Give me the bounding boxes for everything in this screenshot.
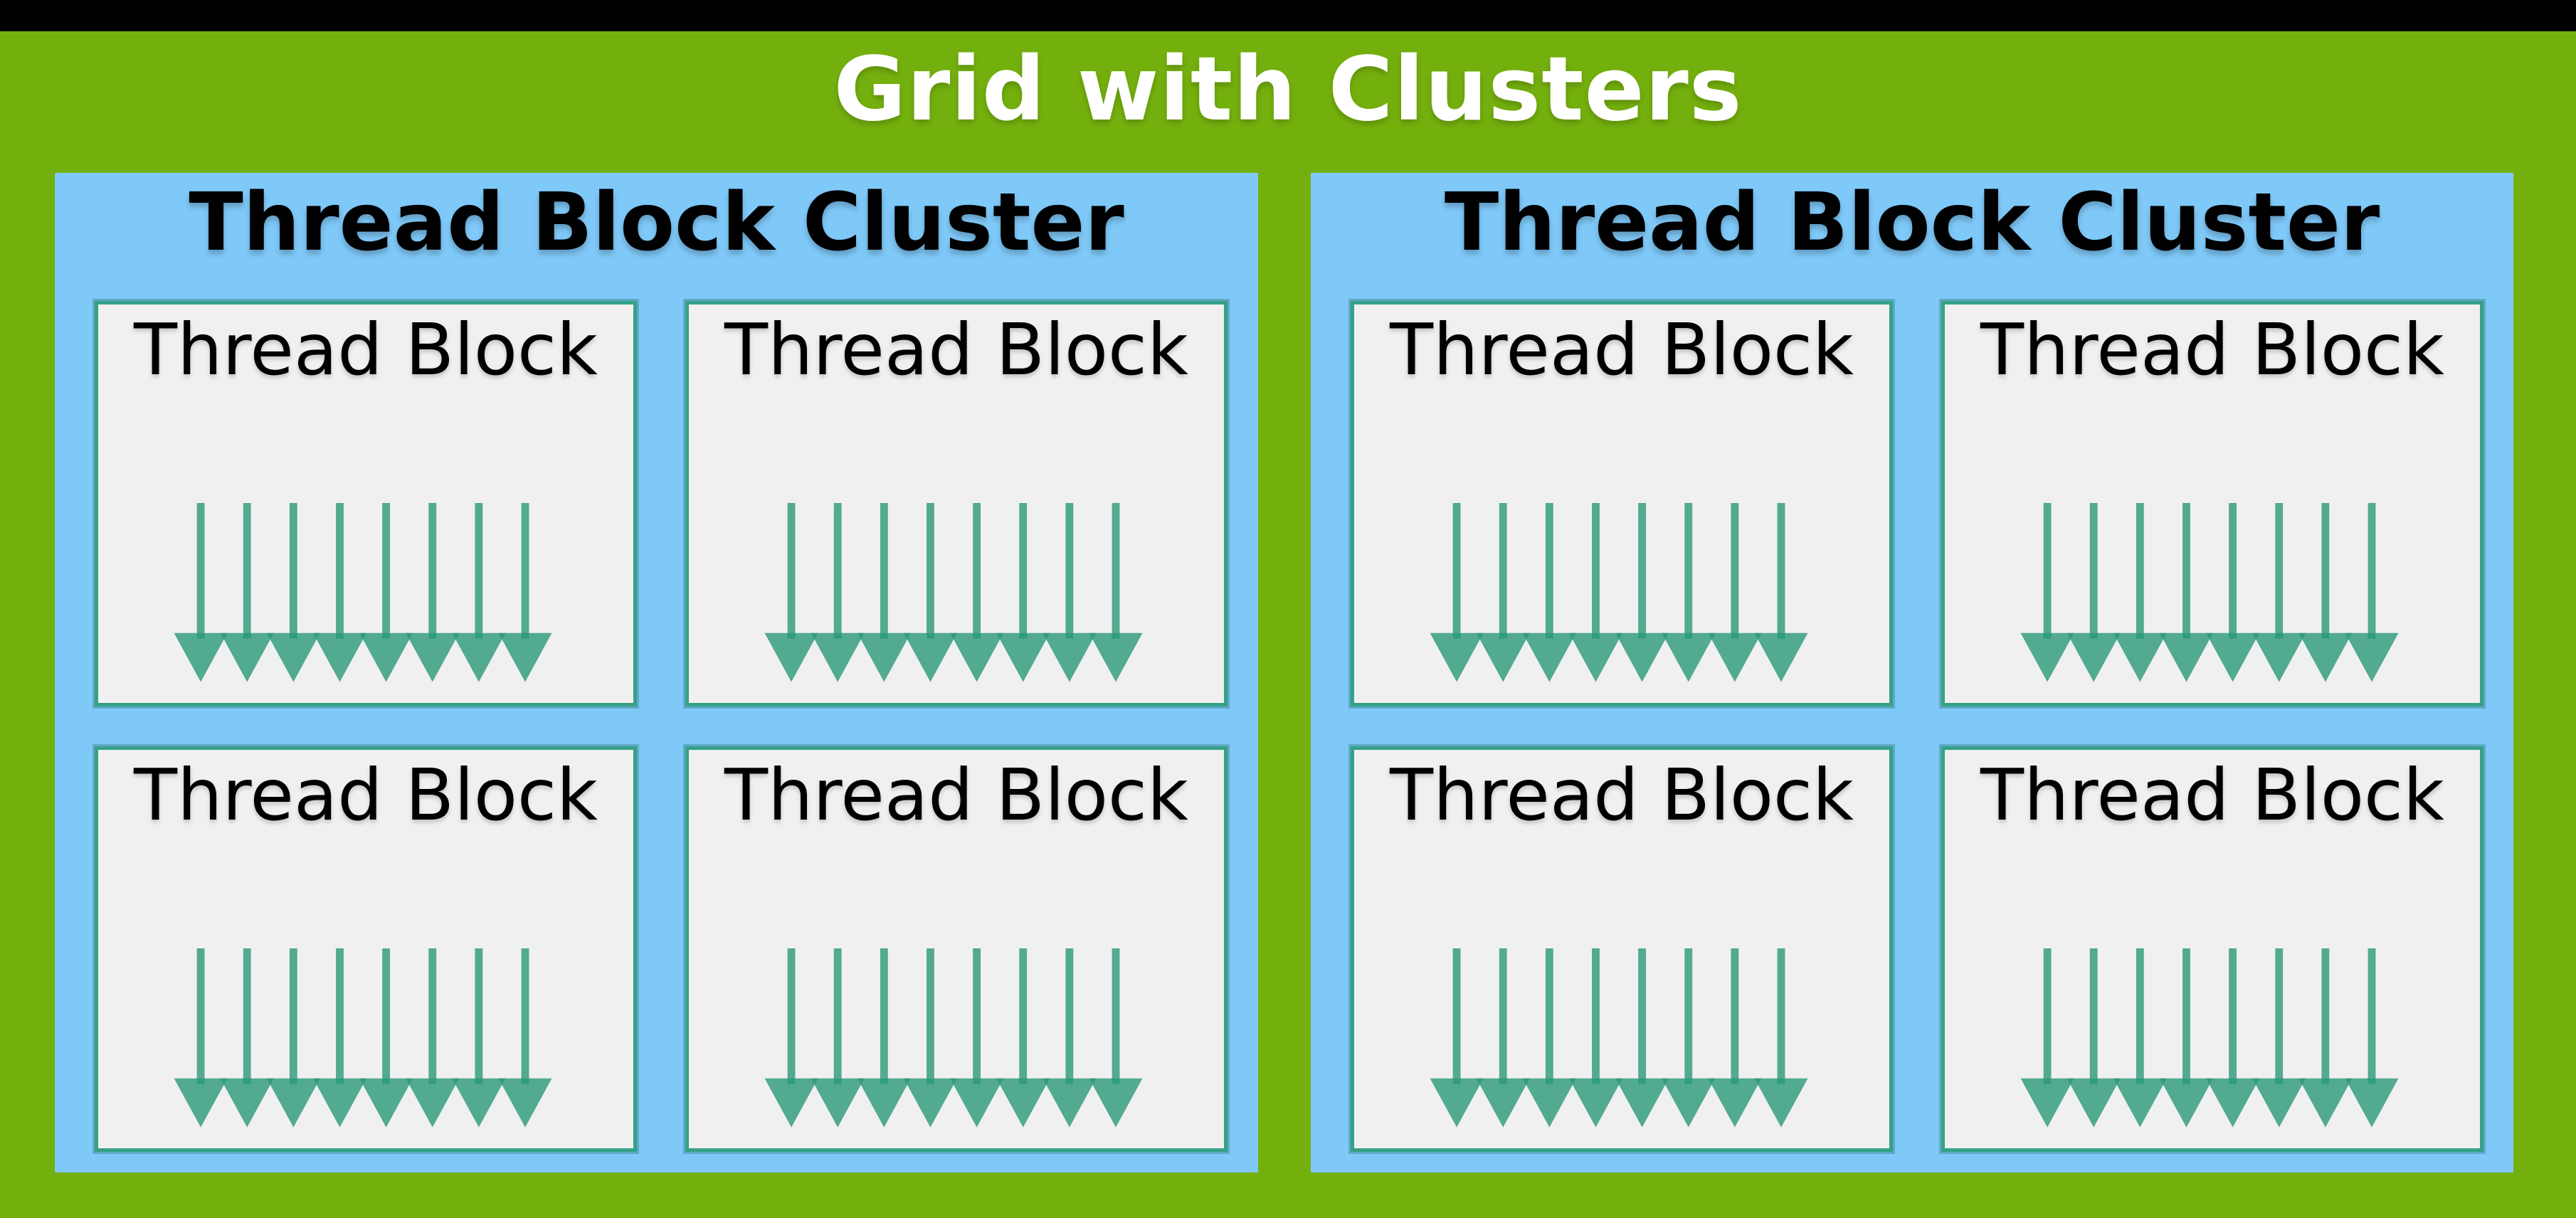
cluster-title: Thread Block Cluster — [189, 176, 1124, 269]
block-grid: Thread Block Thread Block Thread Block T… — [1351, 301, 2483, 1152]
thread-block-cluster-left: Thread Block Cluster Thread Block Thread… — [55, 173, 1258, 1172]
thread-block: Thread Block — [1351, 746, 1893, 1152]
grid-panel: Grid with Clusters Thread Block Cluster … — [0, 31, 2576, 1218]
thread-block: Thread Block — [95, 746, 637, 1152]
thread-block: Thread Block — [685, 301, 1228, 706]
thread-block-label: Thread Block — [724, 308, 1188, 391]
thread-block-label: Thread Block — [134, 753, 598, 837]
threads-arrows-icon — [1430, 503, 1808, 682]
threads-arrows-icon — [764, 503, 1143, 682]
threads-arrows-icon — [174, 948, 552, 1128]
thread-block-label: Thread Block — [134, 308, 598, 391]
threads-arrows-icon — [2020, 948, 2399, 1128]
thread-block: Thread Block — [1941, 746, 2483, 1152]
thread-block-cluster-right: Thread Block Cluster Thread Block Thread… — [1311, 173, 2513, 1172]
thread-block: Thread Block — [95, 301, 637, 706]
threads-arrows-icon — [174, 503, 552, 682]
thread-block-label: Thread Block — [1980, 753, 2444, 837]
thread-block-label: Thread Block — [724, 753, 1188, 837]
thread-block: Thread Block — [1351, 301, 1893, 706]
cluster-title: Thread Block Cluster — [1444, 176, 2380, 269]
thread-block-label: Thread Block — [1980, 308, 2444, 391]
thread-block-label: Thread Block — [1390, 308, 1854, 391]
figure-title: Grid with Clusters — [833, 38, 1743, 141]
block-grid: Thread Block Thread Block Thread Block T… — [95, 301, 1228, 1152]
thread-block-label: Thread Block — [1390, 753, 1854, 837]
thread-block: Thread Block — [1941, 301, 2483, 706]
threads-arrows-icon — [1430, 948, 1808, 1128]
threads-arrows-icon — [764, 948, 1143, 1128]
threads-arrows-icon — [2020, 503, 2399, 682]
thread-block: Thread Block — [685, 746, 1228, 1152]
